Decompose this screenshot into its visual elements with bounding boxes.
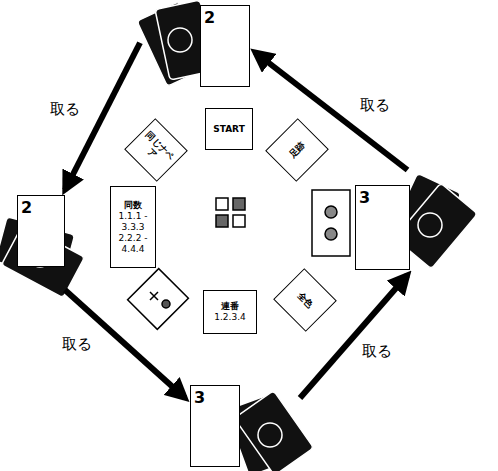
card-face: 同数1.1.1 - 3.3.3 2.2.2 - 4.4.4 xyxy=(110,186,156,268)
board-card: 同じナペア xyxy=(133,128,179,172)
center-squares xyxy=(216,198,245,227)
card-face: 3 xyxy=(355,185,410,270)
player-hand: 2 xyxy=(5,190,105,290)
card-rule: 1.2.3.4 xyxy=(214,312,246,323)
card-title: 全色 xyxy=(295,290,316,311)
player-hand: 3 xyxy=(185,380,300,470)
take-arrow xyxy=(300,275,408,398)
card-title: 同じナペア xyxy=(133,127,180,174)
card-number: 3 xyxy=(359,189,370,207)
board-card: START xyxy=(205,108,253,150)
card-number: 2 xyxy=(204,9,215,27)
card-face: 3 xyxy=(190,385,240,467)
card-face: 2 xyxy=(17,195,65,267)
card-title: 連番 xyxy=(221,301,239,312)
board-card: 全色 xyxy=(282,278,328,322)
card-number: 2 xyxy=(21,199,32,217)
card-face: 連番1.2.3.4 xyxy=(203,290,257,334)
board-card: 足跡 xyxy=(274,128,320,172)
card-face: 全色 xyxy=(273,268,337,332)
arrow-label: 取る xyxy=(62,335,92,354)
player-hand: 3 xyxy=(345,170,470,275)
arrow-label: 取る xyxy=(362,342,392,361)
card-backs xyxy=(0,0,478,471)
card-face: START xyxy=(205,108,253,150)
card-title: 同数 xyxy=(124,200,142,211)
board-card: 連番1.2.3.4 xyxy=(203,290,257,334)
card-face: 2 xyxy=(200,5,250,87)
player-hand: 2 xyxy=(140,0,255,95)
card-face: 足跡 xyxy=(265,118,329,182)
board-card: 同数1.1.1 - 3.3.3 2.2.2 - 4.4.4 xyxy=(110,186,156,268)
card-title: START xyxy=(213,124,245,135)
arrow-label: 取る xyxy=(360,96,390,115)
card-rule: 1.1.1 - 3.3.3 2.2.2 - 4.4.4 xyxy=(111,211,155,255)
take-arrow xyxy=(255,52,408,170)
card-title: 足跡 xyxy=(287,140,308,161)
arrow-label: 取る xyxy=(50,100,80,119)
card-face: 同じナペア xyxy=(124,118,188,182)
card-number: 3 xyxy=(194,389,205,407)
